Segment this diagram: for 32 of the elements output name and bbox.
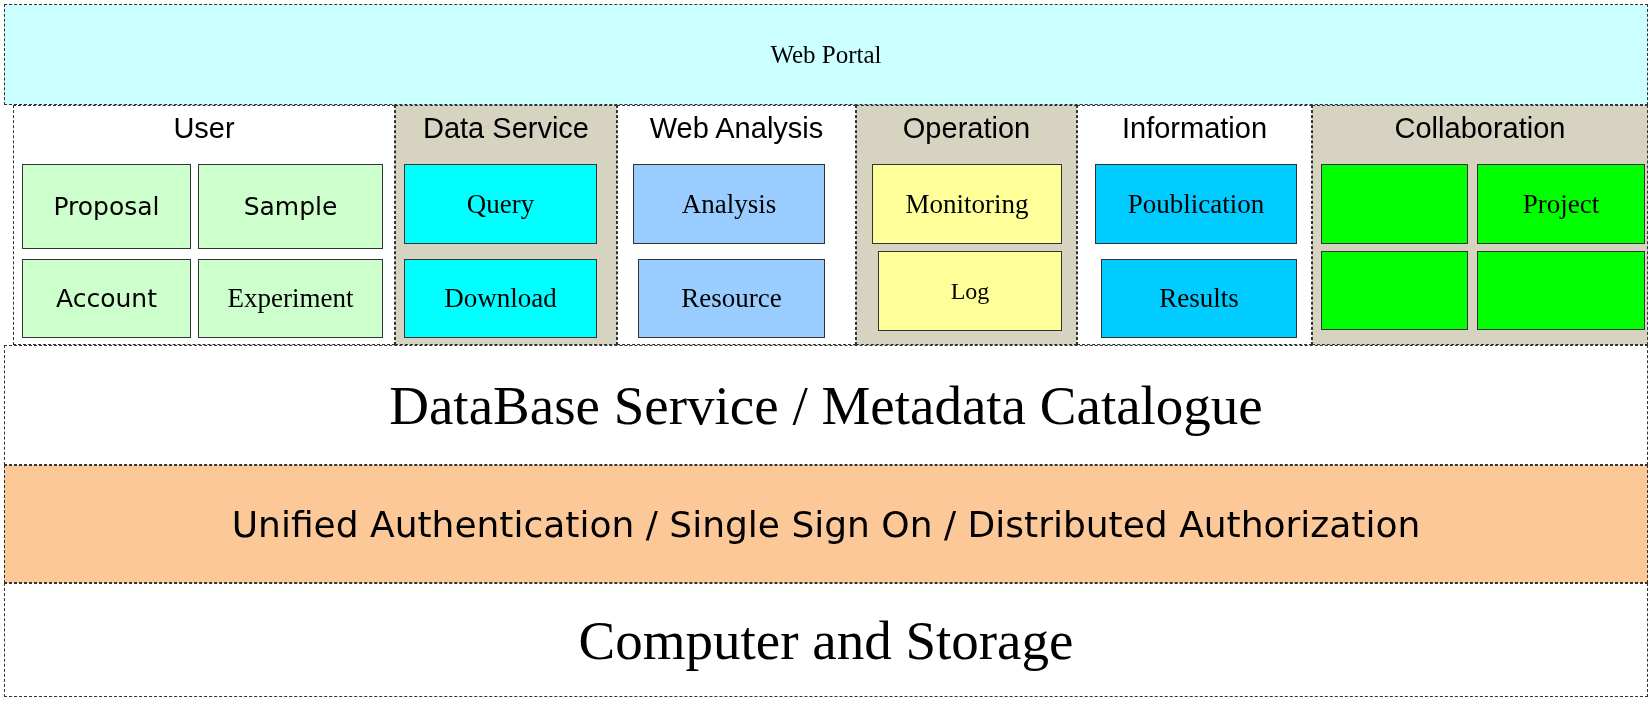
module-box: Results: [1101, 259, 1297, 338]
module-box: [1477, 251, 1645, 330]
group-title: Data Service: [422, 112, 590, 145]
module-box: Proposal: [22, 164, 191, 249]
module-box: Query: [404, 164, 597, 244]
group-panel: [1312, 105, 1648, 345]
group-title: User: [172, 112, 236, 145]
group-panel: [856, 105, 1077, 345]
group-panel: [1077, 105, 1312, 345]
group-title: Information: [1120, 112, 1269, 145]
module-box: Resource: [638, 259, 825, 338]
group-title: Collaboration: [1393, 112, 1567, 145]
module-box: [1321, 251, 1468, 330]
module-box: Monitoring: [872, 164, 1062, 244]
group-title: Web Analysis: [648, 112, 825, 145]
module-box: Project: [1477, 164, 1645, 244]
group-panel: [395, 105, 617, 345]
module-box: Download: [404, 259, 597, 338]
layer-band: Computer and Storage: [4, 583, 1648, 697]
layer-band: Web Portal: [4, 4, 1648, 105]
group-panel: [13, 105, 395, 345]
module-box: [1321, 164, 1468, 244]
module-box: Sample: [198, 164, 383, 249]
module-box: Analysis: [633, 164, 825, 244]
group-title: Operation: [901, 112, 1032, 145]
module-box: Experiment: [198, 259, 383, 338]
group-panel: [617, 105, 856, 345]
layer-band: DataBase Service / Metadata Catalogue: [4, 345, 1648, 465]
layer-band: Unified Authentication / Single Sign On / Distributed Authorization: [4, 465, 1648, 583]
module-box: Poublication: [1095, 164, 1297, 244]
module-box: Account: [22, 259, 191, 338]
module-box: Log: [878, 251, 1062, 331]
